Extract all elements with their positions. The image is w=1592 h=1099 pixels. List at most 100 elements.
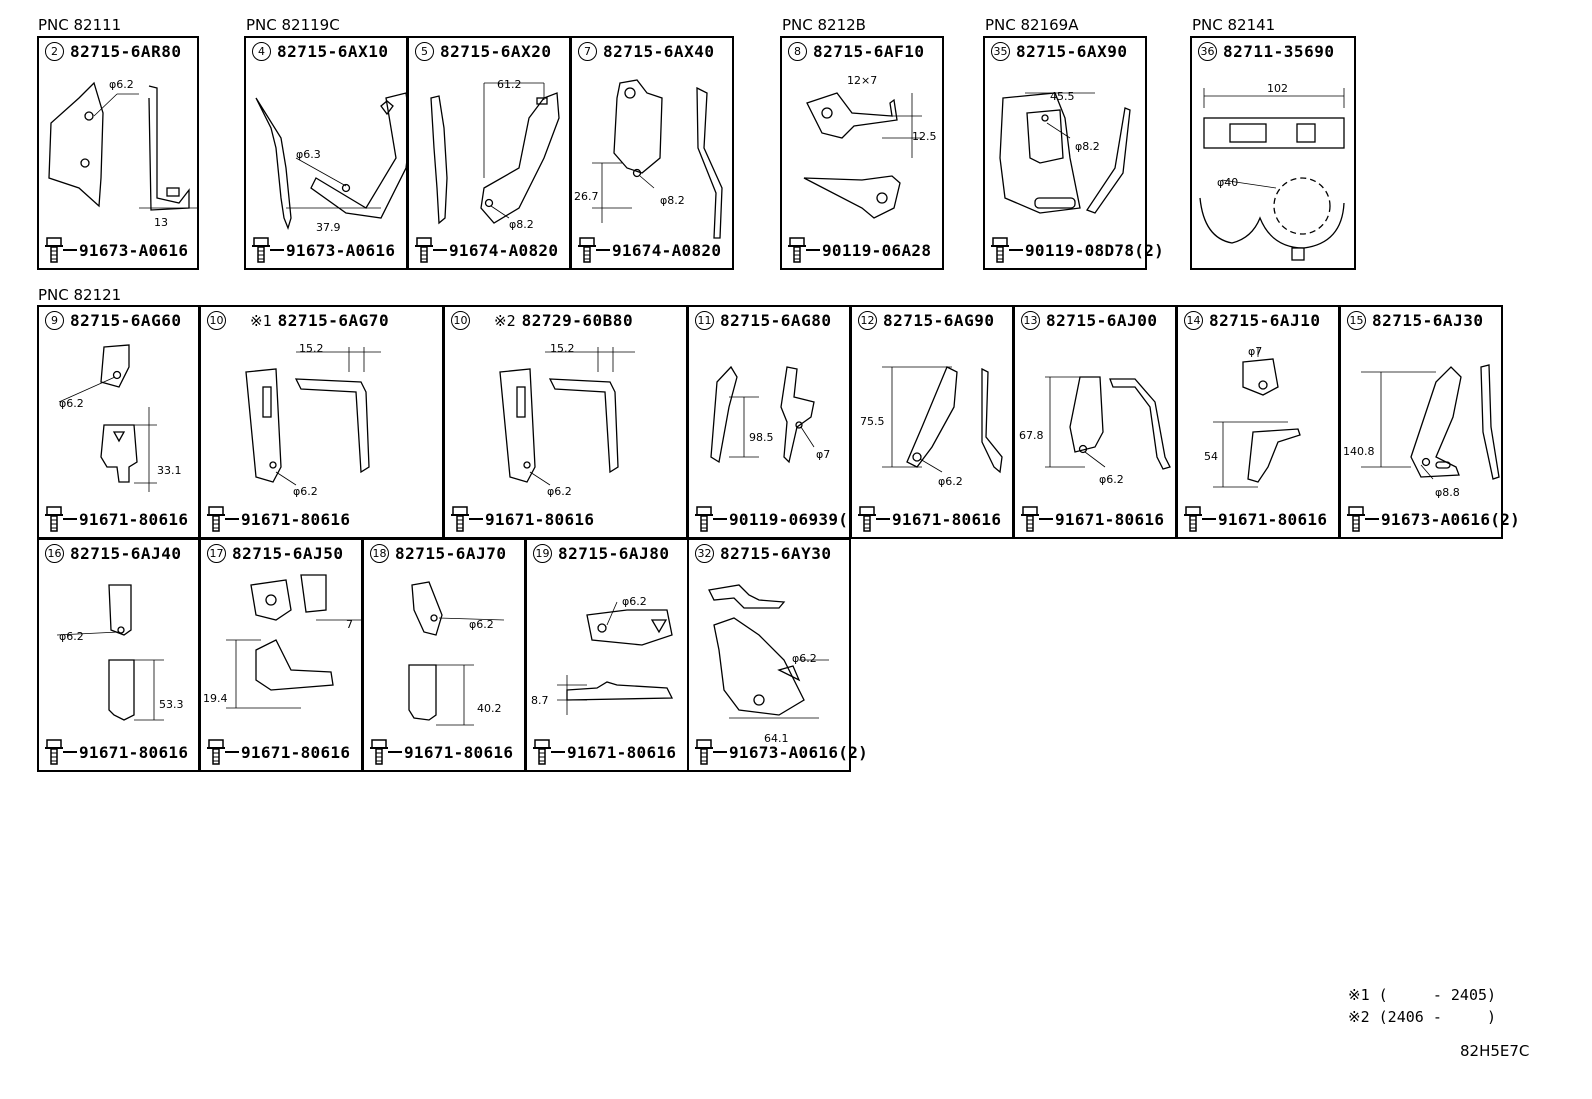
bolt-icon (415, 237, 449, 263)
ref-number: 2 (45, 42, 64, 61)
footnote-2: ※2 (2406 - ) (1348, 1008, 1497, 1026)
ref-number: 10 (451, 311, 470, 330)
dimension-label: φ6.3 (296, 148, 321, 161)
part-number[interactable]: 82715-6AX40 (603, 42, 715, 61)
part-number[interactable]: 82715-6AJ80 (558, 544, 670, 563)
bolt-icon (451, 506, 485, 532)
bolt-part-number[interactable]: 91673-A0616 (286, 240, 396, 260)
dimension-label: 45.5 (1050, 90, 1075, 103)
part-number[interactable]: 82715-6AJ50 (232, 544, 344, 563)
part-number[interactable]: 82715-6AG90 (883, 311, 995, 330)
bolt-part-number[interactable]: 91671-80616 (79, 509, 189, 529)
dimension-label: 40.2 (477, 702, 502, 715)
dimension-label: φ6.2 (1099, 473, 1124, 486)
ref-number: 14 (1184, 311, 1203, 330)
part-number[interactable]: 82715-6AG80 (720, 311, 832, 330)
bracket-drawing (245, 347, 381, 486)
bracket-drawing (557, 601, 674, 715)
bolt-part-number[interactable]: 91671-80616 (79, 742, 189, 762)
bolt-part-number[interactable]: 91673-A0616 (79, 240, 189, 260)
bolt-part-number[interactable]: 91671-80616 (892, 509, 1002, 529)
bolt-part-number[interactable]: 91674-A0820 (449, 240, 559, 260)
dimension-label: φ6.2 (59, 630, 84, 643)
part-number[interactable]: 82711-35690 (1223, 42, 1335, 61)
bolt-row: 91671-80616 (858, 506, 1001, 532)
part-number[interactable]: 82715-6AJ40 (70, 544, 182, 563)
dimension-label: φ7 (816, 448, 831, 461)
part-number[interactable]: 82715-6AJ70 (395, 544, 507, 563)
bracket-drawing (255, 92, 410, 230)
ref-number: 8 (788, 42, 807, 61)
bolt-part-number[interactable]: 90119-06939(2) (729, 509, 869, 529)
ref-number: 10 (207, 311, 226, 330)
part-number[interactable]: 82729-60B80 (521, 311, 634, 330)
bolt-part-number[interactable]: 90119-06A28 (822, 240, 932, 260)
bolt-part-number[interactable]: 91673-A0616(2) (729, 742, 869, 762)
part-number[interactable]: 82715-6AG60 (70, 311, 182, 330)
part-number[interactable]: 82715-6AJ30 (1372, 311, 1484, 330)
bolt-part-number[interactable]: 91671-80616 (485, 509, 595, 529)
bolt-icon (695, 506, 729, 532)
dimension-label: 98.5 (749, 431, 774, 444)
bolt-part-number[interactable]: 91671-80616 (241, 742, 351, 762)
part-number[interactable]: 82715-6AF10 (813, 42, 925, 61)
bracket-drawing (499, 347, 635, 486)
bolt-part-number[interactable]: 91673-A0616(2) (1381, 509, 1521, 529)
bolt-part-number[interactable]: 91674-A0820 (612, 240, 722, 260)
bolt-icon (1021, 506, 1055, 532)
part-number[interactable]: 82715-6AG70 (277, 311, 390, 330)
dimension-label: φ8.8 (1435, 486, 1460, 499)
ref-number: 5 (415, 42, 434, 61)
bracket-drawing (592, 79, 723, 239)
bolt-part-number[interactable]: 90119-08D78(2) (1025, 240, 1165, 260)
dimension-label: 140.8 (1343, 445, 1375, 458)
dimension-label: φ6.2 (792, 652, 817, 665)
bolt-part-number[interactable]: 91671-80616 (241, 509, 351, 529)
part-number[interactable]: 82715-6AX90 (1016, 42, 1128, 61)
bracket-drawing (226, 574, 361, 709)
bolt-part-number[interactable]: 91671-80616 (404, 742, 514, 762)
bolt-part-number[interactable]: 91671-80616 (1055, 509, 1165, 529)
footnote-1: ※1 ( - 2405) (1348, 986, 1497, 1004)
part-number[interactable]: 82715-6AX20 (440, 42, 552, 61)
part-number[interactable]: 82715-6AJ10 (1209, 311, 1321, 330)
dimension-label: 15.2 (299, 342, 324, 355)
bolt-part-number[interactable]: 91671-80616 (567, 742, 677, 762)
part-number[interactable]: 82715-6AY30 (720, 544, 832, 563)
dimension-label: 67.8 (1019, 429, 1044, 442)
dimension-label: 8.7 (531, 694, 549, 707)
part-number[interactable]: 82715-6AX10 (277, 42, 389, 61)
ref-number: 17 (207, 544, 226, 563)
dimension-label: φ6.2 (938, 475, 963, 488)
dimension-label: 61.2 (497, 78, 522, 91)
bolt-row: 91671-80616 (45, 506, 188, 532)
part-number[interactable]: 82715-6AR80 (70, 42, 182, 61)
bracket-drawing (708, 584, 829, 719)
bolt-part-number[interactable]: 91671-80616 (1218, 509, 1328, 529)
part-number[interactable]: 82715-6AJ00 (1046, 311, 1158, 330)
